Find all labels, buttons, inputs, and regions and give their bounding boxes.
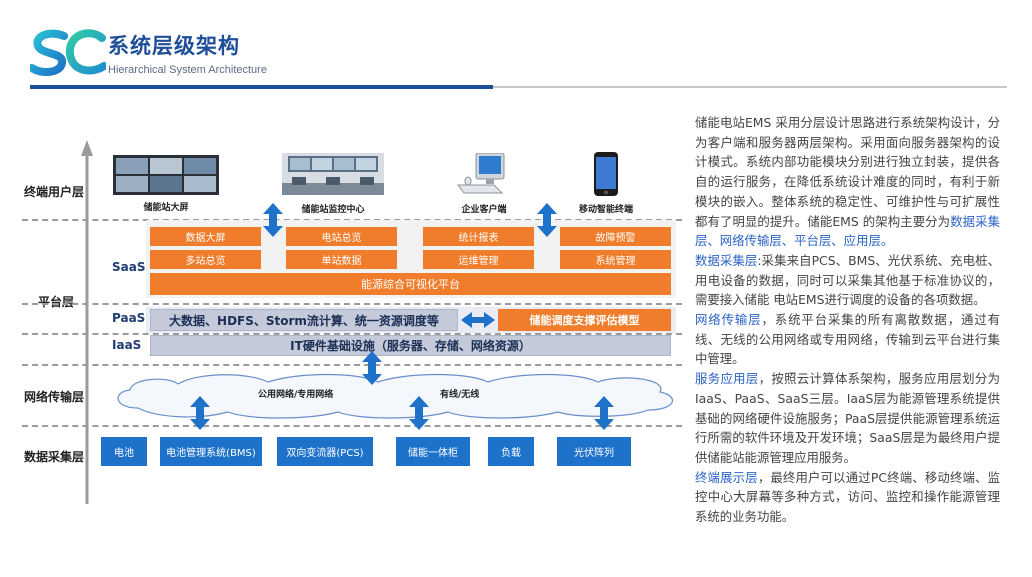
platform-bar: 能源综合可视化平台 [150, 273, 671, 295]
desc-intro-layers: 数据采集层、网络传输层、平台层、应用层。 [695, 213, 1001, 249]
computer-icon [457, 153, 505, 194]
desc-collection: 数据采集层:采集来自PCS、BMS、光伏系统、充电桩、用电设备的数据，同时可以采… [695, 252, 1000, 308]
big-screen-image [113, 155, 219, 195]
page-title: 系统层级架构 [108, 34, 240, 58]
desc-terminal: 终端展示层，最终用户可以通过PC终端、移动终端、监控中心大屏幕等多种方式，访问、… [695, 469, 1001, 525]
collection-item: 电池 [101, 437, 147, 466]
device-caption-big-screen: 储能站大屏 [143, 203, 189, 213]
collection-item: 电池管理系统(BMS) [160, 437, 262, 466]
sublayer-label-iaas: IaaS [112, 338, 142, 352]
network-cloud [117, 373, 673, 419]
saas-module: 故障预警 [560, 227, 671, 246]
device-caption-mobile: 移动智能终端 [578, 205, 633, 215]
paas-bar: 大数据、HDFS、Storm流计算、统一资源调度等 [150, 309, 458, 331]
desc-intro: 储能电站EMS 采用分层设计思路进行系统架构设计，分为客户端和服务器两层架构。采… [695, 115, 1001, 249]
desc-service: 服务应用层，按照云计算体系架构，服务应用层划分为IaaS、PaaS、SaaS三层… [695, 371, 1001, 465]
sc-logo-icon [30, 29, 106, 76]
saas-module: 统计报表 [423, 227, 534, 246]
header-divider-gray [493, 86, 1007, 88]
layer-label-terminal: 终端用户层 [24, 185, 85, 199]
desc-network: 网络传输层，系统平台采集的所有离散数据，通过有线、无线的公用网络或专用网络，传输… [695, 312, 1001, 367]
network-label-public: 公用网络/专用网络 [258, 390, 334, 400]
collection-item: 光伏阵列 [557, 437, 631, 466]
device-caption-enterprise-client: 企业客户端 [461, 205, 507, 215]
vertical-axis-arrow [81, 140, 93, 504]
sublayer-label-paas: PaaS [112, 311, 146, 325]
page-subtitle: Hierarchical System Architecture [108, 64, 267, 76]
collection-item: 双向变流器(PCS) [277, 437, 373, 466]
collection-item: 储能一体柜 [396, 437, 470, 466]
header-divider-blue [30, 85, 493, 89]
separator-network [22, 425, 682, 427]
saas-module: 数据大屏 [150, 227, 261, 246]
collection-item: 负载 [488, 437, 534, 466]
mobile-phone-icon [594, 152, 618, 196]
sublayer-label-saas: SaaS [112, 260, 146, 274]
architecture-diagram: 终端用户层 平台层 网络传输层 数据采集层 SaaS PaaS IaaS 储能站… [22, 140, 682, 504]
layer-label-network: 网络传输层 [24, 390, 85, 404]
saas-module: 电站总览 [286, 227, 397, 246]
separator-platform [22, 364, 682, 366]
network-label-wired: 有线/无线 [440, 390, 480, 400]
monitor-center-image [282, 153, 384, 195]
saas-module: 单站数据 [286, 250, 397, 269]
iaas-bar: IT硬件基础设施（服务器、存储、网络资源） [150, 335, 671, 356]
separator-saas-paas [22, 303, 682, 305]
separator-paas-iaas [22, 333, 682, 335]
layer-label-platform: 平台层 [38, 295, 75, 309]
saas-module: 多站总览 [150, 250, 261, 269]
description-panel: 储能电站EMS 采用分层设计思路进行系统架构设计，分为客户端和服务器两层架构。采… [695, 113, 1000, 527]
paas-model-box: 储能调度支撑评估模型 [498, 309, 671, 331]
saas-module: 系统管理 [560, 250, 671, 269]
device-caption-monitor-center: 储能站监控中心 [301, 205, 365, 215]
layer-label-collection: 数据采集层 [24, 450, 85, 464]
saas-module: 运维管理 [423, 250, 534, 269]
